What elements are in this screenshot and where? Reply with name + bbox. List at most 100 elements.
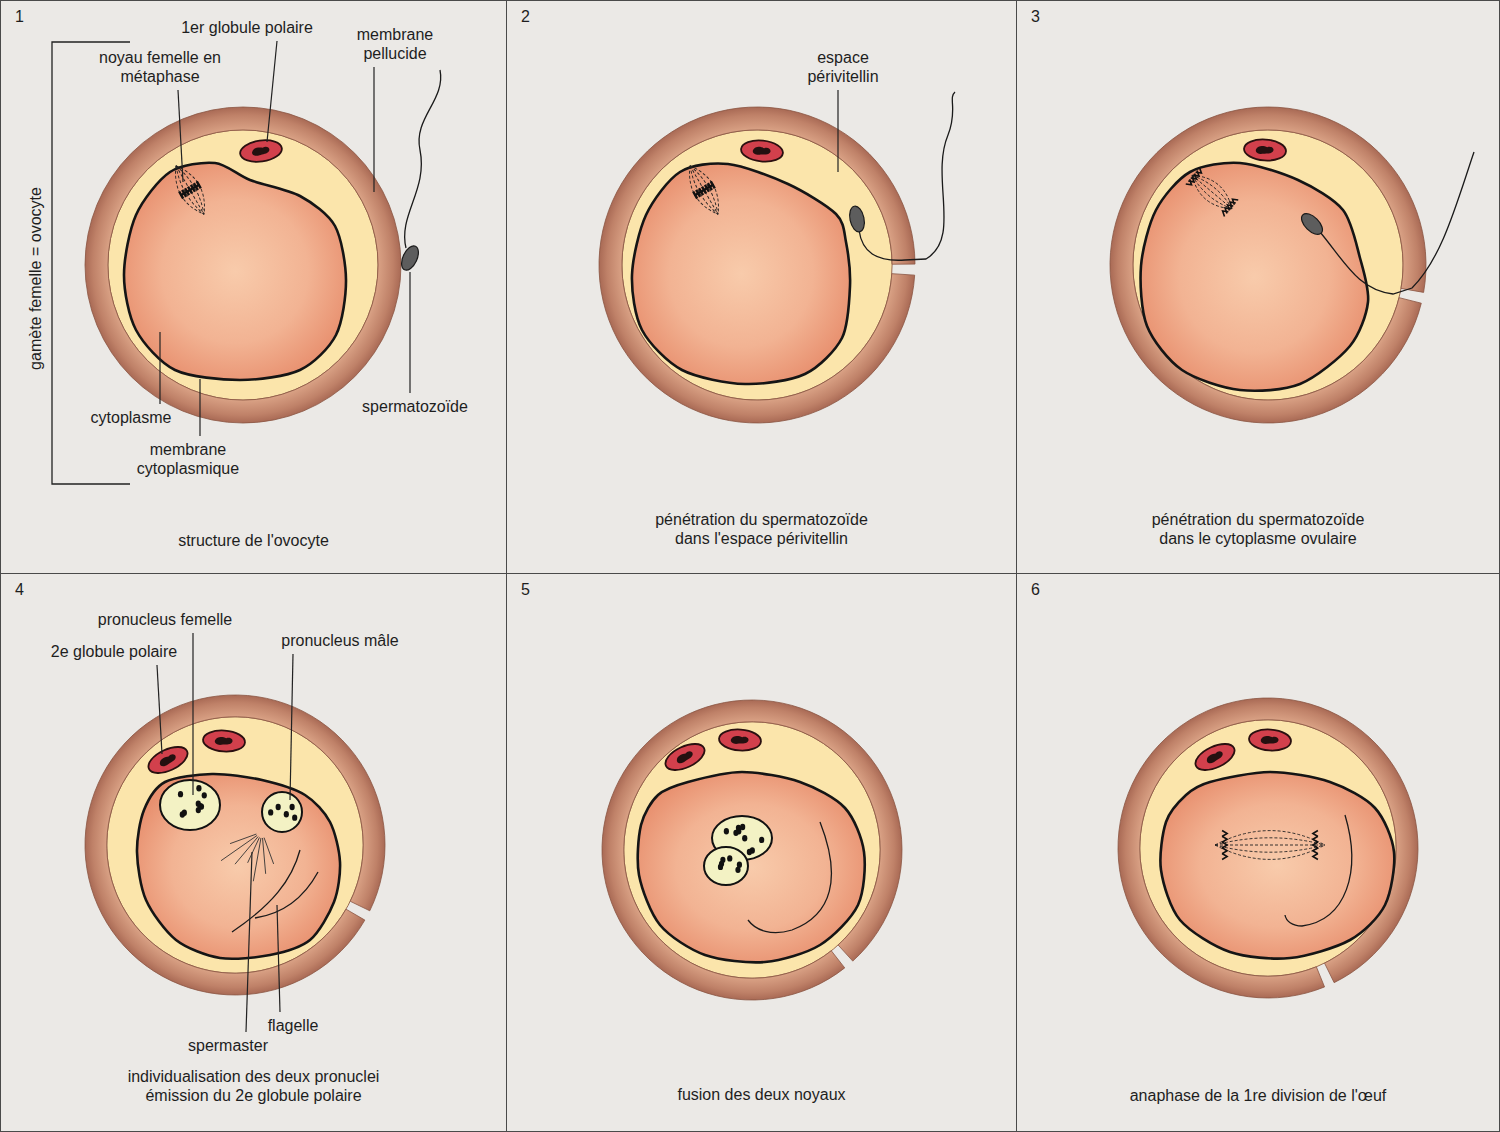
polar-body-chromatin (1205, 750, 1224, 765)
spermatozoon (1298, 152, 1474, 294)
caption-group: individualisation des deux pronucleiémis… (1, 1067, 506, 1105)
caption-group: pénétration du spermatozoïde dans le cyt… (1017, 510, 1499, 548)
chromatin-dot (290, 804, 295, 810)
panel-caption: anaphase de la 1re division de l'œuf (1130, 1086, 1387, 1105)
chromatin-dot (727, 855, 732, 861)
leader-line (159, 332, 160, 404)
part-label: spermaster (168, 1036, 288, 1055)
cytoplasm (632, 163, 850, 384)
spindle-fiber (1215, 845, 1325, 852)
chromosome (1313, 848, 1318, 854)
chromosome (1221, 209, 1229, 217)
polar-body-chromatin (1256, 146, 1274, 155)
chromosome (1313, 830, 1318, 836)
polar-body (145, 742, 192, 779)
spermaster-ray (230, 834, 256, 844)
spermaster-ray (253, 838, 261, 881)
leader-line (837, 90, 838, 172)
spindle-fiber (1215, 845, 1325, 846)
chromatin-dot (284, 811, 289, 817)
polar-body (1192, 739, 1239, 776)
part-label: pronucleus femelle (65, 610, 265, 629)
pronucleus (704, 847, 748, 885)
polar-body (1248, 728, 1291, 752)
perivitelline-space (1140, 720, 1397, 977)
egg-cell (85, 695, 385, 995)
cytoplasm (1160, 772, 1394, 959)
chromosome (1222, 842, 1227, 848)
pronucleus (160, 780, 220, 830)
sperm-head (398, 243, 422, 272)
polar-body (662, 739, 709, 776)
chromatin-dot (747, 849, 752, 855)
chromosome (1186, 179, 1194, 187)
polar-body-chromatin (158, 753, 177, 768)
panel-number: 3 (1031, 7, 1040, 26)
panel-number: 6 (1031, 580, 1040, 599)
chromatin-dot (182, 810, 187, 816)
panel-caption: individualisation des deux pronuclei (128, 1067, 380, 1086)
polar-body (202, 729, 245, 753)
zona-pellucida (85, 695, 385, 995)
spermatozoon (398, 70, 441, 273)
polar-body-shape (145, 742, 192, 779)
spindle-fiber (690, 163, 723, 214)
chromatin-dot (733, 830, 738, 836)
panel-caption: fusion des deux noyaux (677, 1085, 845, 1104)
part-label: spermatozoïde (345, 397, 485, 416)
perivitelline-space (107, 717, 364, 974)
sperm-tail (405, 70, 441, 248)
figure-panel: 1structure de l'ovocyte (0, 0, 507, 574)
chromatin-dot (196, 785, 201, 791)
pronucleus-shape (160, 780, 220, 830)
egg-cell (1118, 698, 1418, 998)
part-label: cytoplasme (71, 408, 191, 427)
chromatin-dot (292, 814, 297, 820)
polar-body-chromatin (215, 737, 233, 746)
egg-cell (602, 700, 902, 1000)
part-label: pronucleus mâle (260, 631, 420, 650)
chromatin-dot (268, 809, 273, 815)
polar-body-chromatin (675, 750, 694, 765)
leader-line (192, 633, 193, 795)
spindle-fiber (690, 166, 718, 214)
flagellum (748, 822, 831, 933)
panel-number: 1 (15, 7, 24, 26)
part-label: membrane cytoplasmique (118, 440, 258, 478)
spindle-fiber (1192, 168, 1238, 209)
spindle (1185, 167, 1239, 217)
figure-panel: 2pénétration du spermatozoïde dans l'esp… (506, 0, 1017, 574)
leader-line (199, 379, 200, 436)
caption-group: pénétration du spermatozoïde dans l'espa… (507, 510, 1016, 548)
caption-group: anaphase de la 1re division de l'œuf (1017, 1086, 1499, 1105)
leader-line (290, 654, 293, 800)
panel-caption: émission du 2e globule polaire (145, 1086, 361, 1105)
polar-body-chromatin (251, 146, 270, 156)
part-label: gamète femelle = ovocyte (25, 187, 44, 370)
polar-body-shape (718, 728, 761, 752)
sperm-tail (859, 92, 955, 260)
spermaster-ray (264, 838, 274, 864)
part-label: noyau femelle en métaphase (85, 48, 235, 86)
spermaster-ray (263, 838, 266, 874)
panel-number: 5 (521, 580, 530, 599)
chromatin-dot (202, 792, 207, 798)
panel-number: 4 (15, 580, 24, 599)
spindle (1215, 830, 1325, 859)
polar-body-shape (662, 739, 709, 776)
spindle-fiber (1189, 175, 1232, 212)
cytoplasm (638, 772, 865, 962)
chromosome (1222, 830, 1227, 836)
spindle-fiber (1186, 175, 1232, 216)
polar-body-chromatin (1261, 736, 1279, 745)
leader-line (267, 41, 277, 142)
chromosome (179, 192, 183, 199)
chromatin-dot (178, 791, 183, 797)
spindle-fiber (171, 166, 204, 217)
spindle-fiber (176, 161, 213, 215)
polar-body-shape (1243, 138, 1286, 162)
egg-cell (599, 107, 915, 423)
chromatin-dot (759, 837, 764, 843)
cytoplasm (124, 163, 346, 380)
polar-body-chromatin (752, 146, 770, 156)
